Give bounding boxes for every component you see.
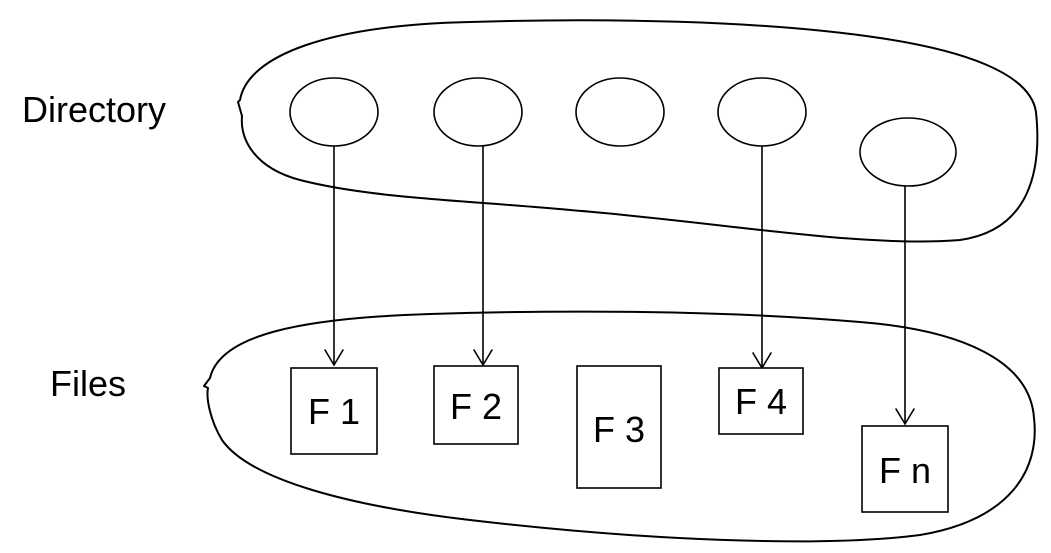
file-label-fn: F n (879, 450, 931, 491)
directory-entry-d1 (289, 77, 379, 147)
pointer-arrow-d2-f2 (473, 146, 493, 367)
directory-entry-d4 (717, 77, 807, 147)
file-box-f3: F 3 (576, 365, 662, 489)
pointer-arrow-d4-f4 (752, 146, 772, 370)
directory-entry-d5 (859, 117, 957, 187)
files-region-outline (203, 310, 1036, 543)
file-box-f4: F 4 (718, 367, 804, 435)
directory-entry-d3 (575, 77, 665, 147)
file-label-f2: F 2 (450, 386, 502, 427)
file-label-f1: F 1 (308, 391, 360, 432)
file-label-f3: F 3 (593, 409, 645, 450)
directory-region-outline (237, 19, 1039, 243)
file-box-fn: F n (861, 425, 949, 513)
directory-entry-d2 (433, 77, 523, 147)
pointer-arrow-d1-f1 (324, 146, 344, 367)
pointer-arrow-d5-fn (895, 186, 915, 426)
file-box-f2: F 2 (433, 365, 519, 445)
directory-label: Directory (22, 89, 166, 130)
files-label: Files (50, 363, 126, 404)
file-label-f4: F 4 (735, 381, 787, 422)
file-box-f1: F 1 (290, 367, 378, 455)
